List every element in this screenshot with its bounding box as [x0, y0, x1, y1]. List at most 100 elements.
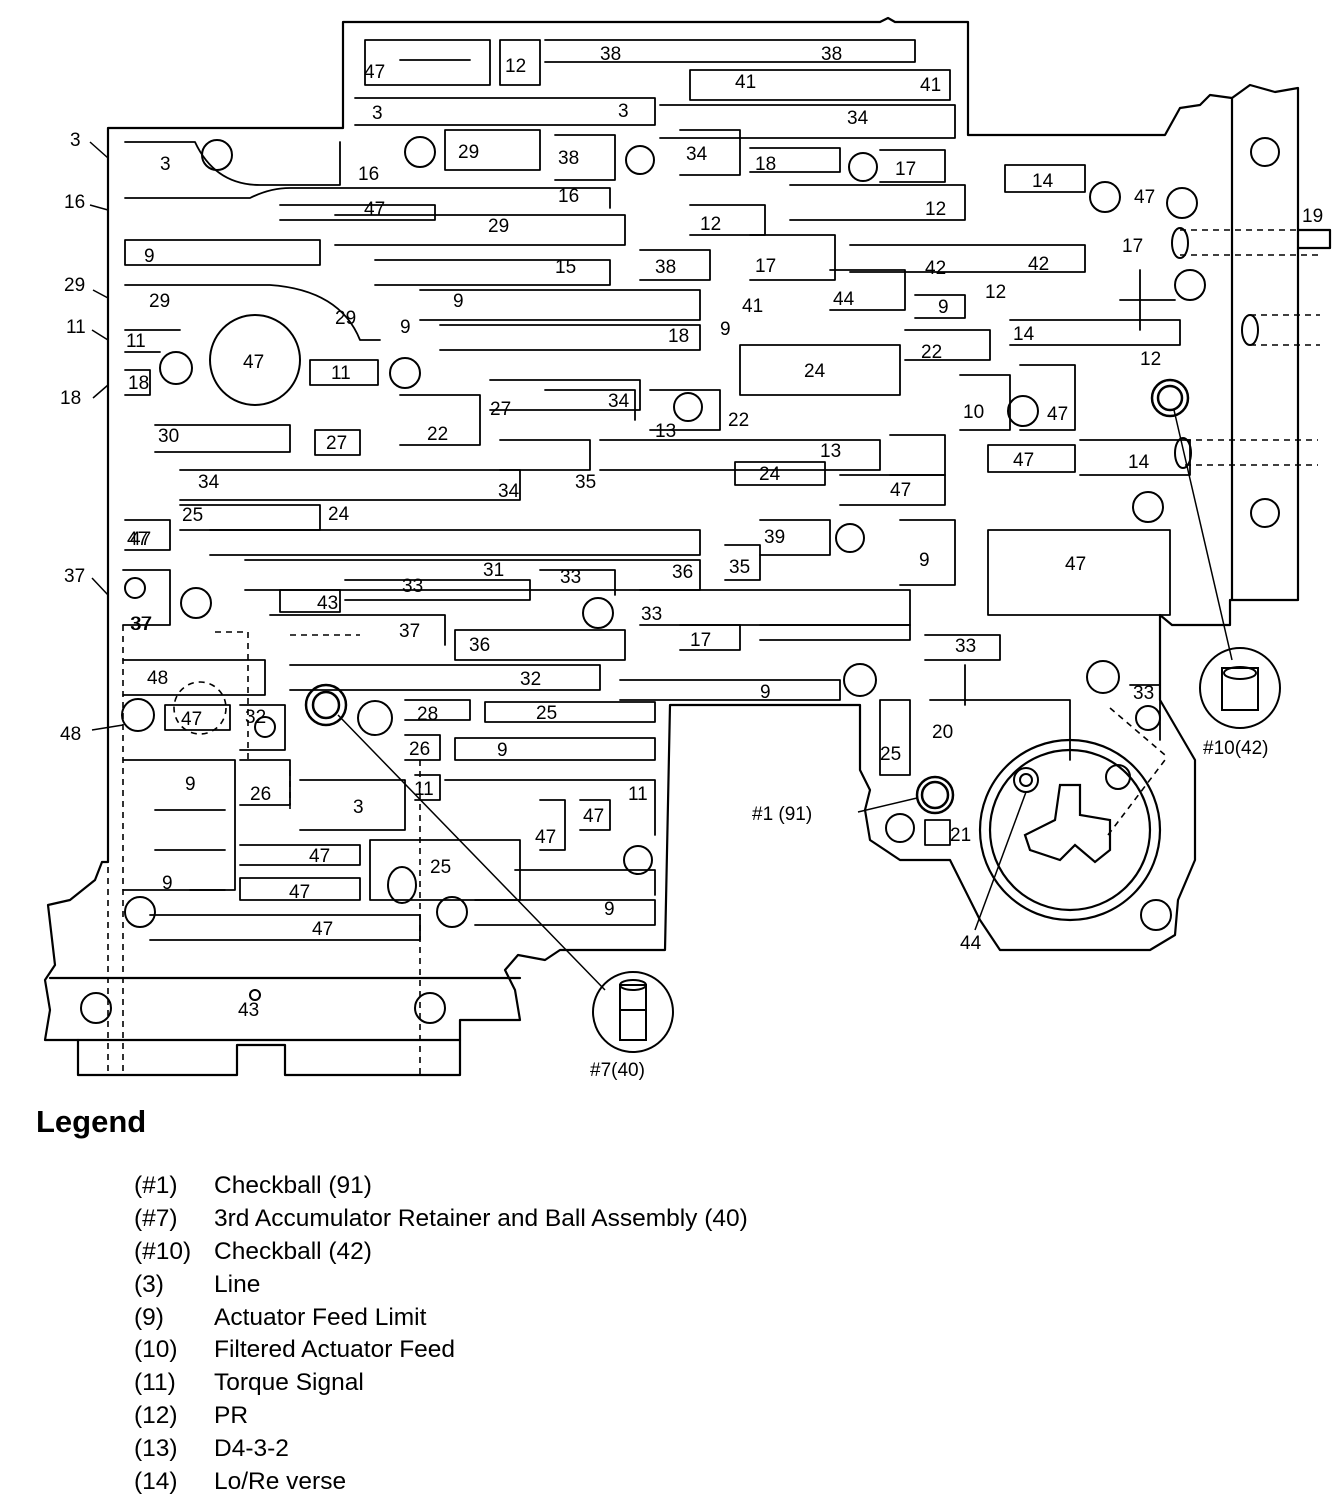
- passage-label: 21: [950, 825, 971, 846]
- passage-label: 11: [331, 363, 351, 384]
- passage-label: 9: [400, 317, 411, 338]
- legend-code: (#10): [134, 1237, 192, 1265]
- passage-label: 26: [250, 784, 271, 805]
- legend-item: (#7) 3rd Accumulator Retainer and Ball A…: [134, 1203, 748, 1236]
- passage-label: 41: [735, 72, 756, 93]
- legend-code: (9): [134, 1303, 164, 1331]
- checkball-1: [915, 775, 955, 815]
- valve-body-diagram: #1 (91) #7(40) #10(42) 44 19 3 16 29 11 …: [43, 16, 1332, 1081]
- passage-label: 24: [328, 504, 350, 525]
- passage-label: 34: [608, 391, 630, 412]
- left-label: 11: [66, 317, 86, 338]
- passage-label: 14: [1013, 324, 1035, 345]
- passage-label: 29: [149, 291, 170, 312]
- passage-label: 31: [483, 560, 504, 581]
- legend-label: Line: [214, 1270, 261, 1298]
- passage-label: 47: [535, 827, 556, 848]
- passage-label: 38: [655, 257, 676, 278]
- passage-label: 37: [399, 621, 420, 642]
- passage-label: 29: [488, 216, 509, 237]
- passage-label: 10: [963, 402, 984, 423]
- retainer-7-detail: [592, 971, 674, 1053]
- legend-label: Checkball (91): [214, 1172, 372, 1200]
- callout-pointer-19: 19: [1302, 206, 1323, 227]
- passage-label: 48: [147, 668, 168, 689]
- left-label: 3: [70, 130, 81, 151]
- passage-label: 15: [555, 257, 576, 278]
- legend-label: Checkball (42): [214, 1237, 372, 1265]
- passage-label: 3: [618, 101, 629, 122]
- passage-label: 33: [641, 604, 662, 625]
- dashed-outline-right-pins: [1107, 229, 1320, 836]
- legend-label: 3rd Accumulator Retainer and Ball Assemb…: [214, 1205, 748, 1233]
- dashed-outline-left: [107, 625, 421, 1075]
- passage-label: 47: [1065, 554, 1086, 575]
- passage-label: 47: [1047, 404, 1068, 425]
- passage-label: 17: [755, 256, 776, 277]
- legend-item: (9) Actuator Feed Limit: [134, 1301, 748, 1334]
- passage-label: 29: [335, 308, 356, 329]
- passage-label: 47: [243, 352, 264, 373]
- passage-label: 24: [804, 361, 826, 382]
- passage-label: 47: [309, 846, 330, 867]
- passage-label: 37: [131, 614, 152, 635]
- passage-label: 33: [1133, 683, 1154, 704]
- passage-label: 47: [890, 480, 911, 501]
- passage-label: 28: [417, 704, 438, 725]
- legend-label: Filtered Actuator Feed: [214, 1336, 456, 1364]
- passage-label: 47: [364, 199, 385, 220]
- legend-item: (#10) Checkball (42): [134, 1236, 748, 1269]
- legend-code: (3): [134, 1270, 164, 1298]
- legend-code: (#7): [134, 1205, 178, 1233]
- legend-label: Lo/Re verse: [214, 1467, 347, 1495]
- passage-label: 43: [238, 1000, 259, 1021]
- callout-leaders: [89, 141, 1233, 991]
- passage-label: 35: [729, 557, 750, 578]
- passage-label: 17: [895, 159, 916, 180]
- legend-item: (3) Line: [134, 1268, 748, 1301]
- legend-label: Torque Signal: [214, 1369, 364, 1397]
- passage-label: 18: [755, 154, 776, 175]
- passage-label: 16: [358, 164, 379, 185]
- passage-label: 9: [720, 319, 731, 340]
- passage-label: 22: [728, 410, 749, 431]
- legend-item: (11) Torque Signal: [134, 1367, 748, 1400]
- checkball-10-detail: [1199, 647, 1281, 729]
- passage-label: 25: [182, 505, 203, 526]
- retainer-7-bore: [304, 683, 348, 727]
- passage-label: 38: [821, 44, 842, 65]
- passage-label: 26: [409, 739, 430, 760]
- legend-title: Legend: [36, 1104, 147, 1139]
- passage-label: 9: [497, 740, 508, 761]
- passage-label: 17: [1122, 236, 1143, 257]
- passage-label: 9: [919, 550, 930, 571]
- legend-code: (13): [134, 1434, 178, 1462]
- passage-label: 13: [655, 421, 676, 442]
- passage-label: 18: [668, 326, 689, 347]
- legend-item: (#1) Checkball (91): [134, 1170, 748, 1203]
- passage-label: 9: [453, 291, 464, 312]
- passage-label: 13: [820, 441, 841, 462]
- passage-label: 22: [921, 342, 942, 363]
- passage-label: 47: [312, 919, 333, 940]
- passage-label: 9: [162, 873, 173, 894]
- passage-label: 12: [505, 56, 526, 77]
- accumulator-bore: [978, 738, 1162, 922]
- bolt-holes: [80, 136, 1280, 1024]
- passage-label: 38: [600, 44, 621, 65]
- passage-44-bore: [1013, 767, 1039, 793]
- passage-label: 3: [353, 797, 364, 818]
- passage-label: 34: [198, 472, 220, 493]
- left-label: 18: [60, 388, 81, 409]
- passage-label: 39: [764, 527, 785, 548]
- passage-label: 47: [583, 806, 604, 827]
- passage-label: 47: [364, 62, 385, 83]
- passage-label: 44: [833, 289, 855, 310]
- passage-label: 33: [955, 636, 976, 657]
- passage-label: 11: [126, 331, 146, 352]
- legend-code: (14): [134, 1467, 178, 1495]
- passage-label: 30: [158, 426, 179, 447]
- callout-passage-44: 44: [960, 933, 982, 954]
- passage-label: 27: [490, 399, 511, 420]
- checkball-10: [1150, 378, 1190, 418]
